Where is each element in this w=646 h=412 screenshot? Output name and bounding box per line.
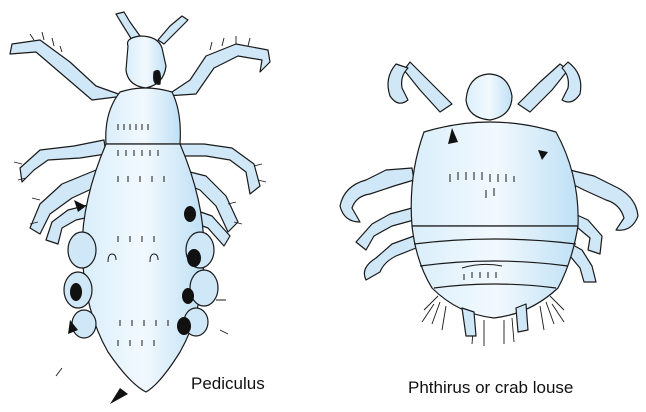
pediculus-caption: Pediculus [191,374,265,394]
pediculus-thorax [106,88,181,144]
pediculus-head-spot [154,71,161,85]
phthirus-thorax [411,122,578,226]
pediculus-drawing [10,12,270,404]
phthirus-left-legs [340,168,416,280]
phthirus-caption: Phthirus or crab louse [408,378,573,398]
phthirus-drawing [340,62,638,346]
pediculus-side-lobes-left [64,232,96,338]
phthirus-head [466,74,512,120]
pediculus-abdomen [82,144,204,392]
phthirus-abdomen [412,226,578,318]
